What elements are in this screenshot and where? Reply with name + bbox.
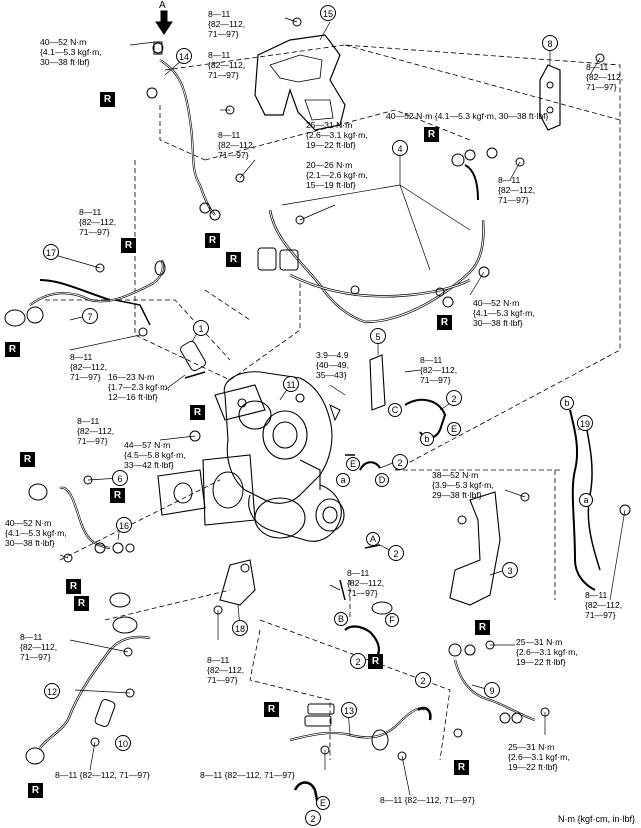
connection-marker-b: b — [420, 432, 434, 446]
part-callout-15: 15 — [320, 5, 336, 21]
part-callout-4: 4 — [392, 140, 408, 156]
part-callout-18: 18 — [232, 620, 248, 636]
part-callout-2: 2 — [446, 390, 462, 406]
connection-marker-F: F — [385, 613, 399, 627]
replace-mark: R — [110, 488, 125, 503]
oil-feed-pipe-outline — [159, 59, 216, 216]
connection-marker-b: b — [560, 396, 574, 410]
torque-spec: 8—11 {82—112, 71—97} — [77, 416, 115, 446]
torque-spec: 8—11 {82—112, 71—97} — [208, 9, 246, 39]
torque-spec: 8—11 {82—112, 71—97} — [585, 590, 623, 620]
part-callout-12: 12 — [44, 683, 60, 699]
part-callout-2: 2 — [350, 653, 366, 669]
torque-spec: 16—23 N·m {1.7—2.3 kgf·m, 12—16 ft·lbf} — [108, 372, 170, 402]
torque-spec: 40—52 N·m {4.1—5.3 kgf·m, 30—38 ft·lbf} — [5, 518, 67, 548]
torque-spec: 8—11 {82—112, 71—97} — [218, 130, 256, 160]
torque-spec: 44—57 N·m {4.5—5.8 kgf·m, 33—42 ft·lbf} — [124, 440, 186, 470]
replace-mark: R — [66, 579, 81, 594]
replace-mark: R — [424, 127, 439, 142]
torque-spec: 8—11 {82—112, 71—97} — [586, 62, 624, 92]
part-callout-10: 10 — [115, 735, 131, 751]
replace-mark: R — [100, 92, 115, 107]
torque-spec: 8—11 {82—112, 71—97} — [347, 568, 385, 598]
torque-spec: 20—26 N·m {2.1—2.6 kgf·m, 15—19 ft·lbf} — [306, 160, 368, 190]
turbocharger-body — [214, 371, 345, 542]
torque-spec: 8—11 {82—112, 71—97} — [20, 632, 58, 662]
connection-marker-E: E — [346, 457, 360, 471]
view-arrow-label: A — [159, 0, 166, 11]
torque-spec: 3.9—4.9 {40—49, 35—43} — [316, 350, 349, 380]
units-note: N·m {kgf·cm, in·lbf} — [557, 814, 635, 824]
torque-spec: 25—31 N·m {2.6—3.1 kgf·m, 19—22 ft·lbf} — [516, 637, 578, 667]
torque-spec: 8—11 {82—112, 71—97} — [420, 355, 458, 385]
torque-spec: 8—11 {82—112, 71—97} — [55, 770, 150, 780]
part-callout-3: 3 — [502, 562, 518, 578]
torque-spec: 40—52 N·m {4.1—5.3 kgf·m, 30—38 ft·lbf} — [40, 37, 102, 67]
replace-mark: R — [20, 452, 35, 467]
torque-spec: 8—11 {82—112, 71—97} — [79, 207, 117, 237]
replace-mark: R — [264, 702, 279, 717]
connection-marker-B: B — [334, 612, 348, 626]
connection-marker-E: E — [447, 422, 461, 436]
torque-spec: 8—11 {82—112, 71—97} — [380, 795, 475, 805]
torque-spec: 38—52 N·m {3.9—5.3 kgf·m, 29—38 ft·lbf} — [432, 470, 494, 500]
part-callout-2: 2 — [415, 672, 431, 688]
part-callout-2: 2 — [305, 810, 321, 826]
part-callout-2: 2 — [388, 545, 404, 561]
torque-spec: 8—11 {82—112, 71—97} — [200, 770, 295, 780]
connection-marker-A: A — [366, 532, 380, 546]
torque-spec: 25—31 N·m {2.6—3.1 kgf·m, 19—22 ft·lbf} — [508, 742, 570, 772]
part-callout-8: 8 — [542, 35, 558, 51]
part-callout-9: 9 — [484, 682, 500, 698]
part-callout-5: 5 — [370, 328, 386, 344]
replace-mark: R — [226, 252, 241, 267]
replace-mark: R — [454, 760, 469, 775]
torque-spec: 8—11 {82—112, 71—97} — [208, 50, 246, 80]
part-callout-13: 13 — [341, 702, 357, 718]
replace-mark: R — [74, 596, 89, 611]
torque-spec: 40—52 N·m {4.1—5.3 kgf·m, 30—38 ft·lbf} — [473, 298, 535, 328]
part-callout-11: 11 — [283, 376, 299, 392]
replace-mark: R — [121, 238, 136, 253]
part-callout-6: 6 — [112, 470, 128, 486]
view-arrow — [155, 10, 173, 35]
leader-lines — [54, 17, 626, 796]
part-callout-1: 1 — [193, 320, 209, 336]
part-callout-2: 2 — [392, 454, 408, 470]
replace-mark: R — [28, 783, 43, 798]
connection-marker-a: a — [336, 473, 350, 487]
part-callout-19: 19 — [577, 415, 593, 431]
torque-spec: 40—52 N·m {4.1—5.3 kgf·m, 30—38 ft·lbf} — [386, 111, 549, 121]
torque-spec: 25—31 N·m {2.6—3.1 kgf·m, 19—22 ft·lbf} — [306, 120, 368, 150]
part-callout-7: 7 — [82, 308, 98, 324]
replace-mark: R — [190, 405, 205, 420]
replace-mark: R — [368, 654, 383, 669]
part-callout-16: 16 — [116, 517, 132, 533]
heat-insulator — [254, 34, 346, 131]
connection-marker-E: E — [316, 796, 330, 810]
part-callout-14: 14 — [176, 48, 192, 64]
connection-marker-a: a — [579, 493, 593, 507]
connection-marker-D: D — [375, 473, 389, 487]
connection-marker-C: C — [388, 403, 402, 417]
torque-spec: 8—11 {82—112, 71—97} — [207, 655, 245, 685]
part-callout-17: 17 — [43, 244, 59, 260]
replace-mark: R — [5, 342, 20, 357]
replace-mark: R — [475, 620, 490, 635]
torque-spec: 8—11 {82—112, 71—97} — [70, 352, 108, 382]
replace-mark: R — [437, 315, 452, 330]
replace-mark: R — [205, 233, 220, 248]
torque-spec: 8—11 {82—112, 71—97} — [498, 175, 536, 205]
